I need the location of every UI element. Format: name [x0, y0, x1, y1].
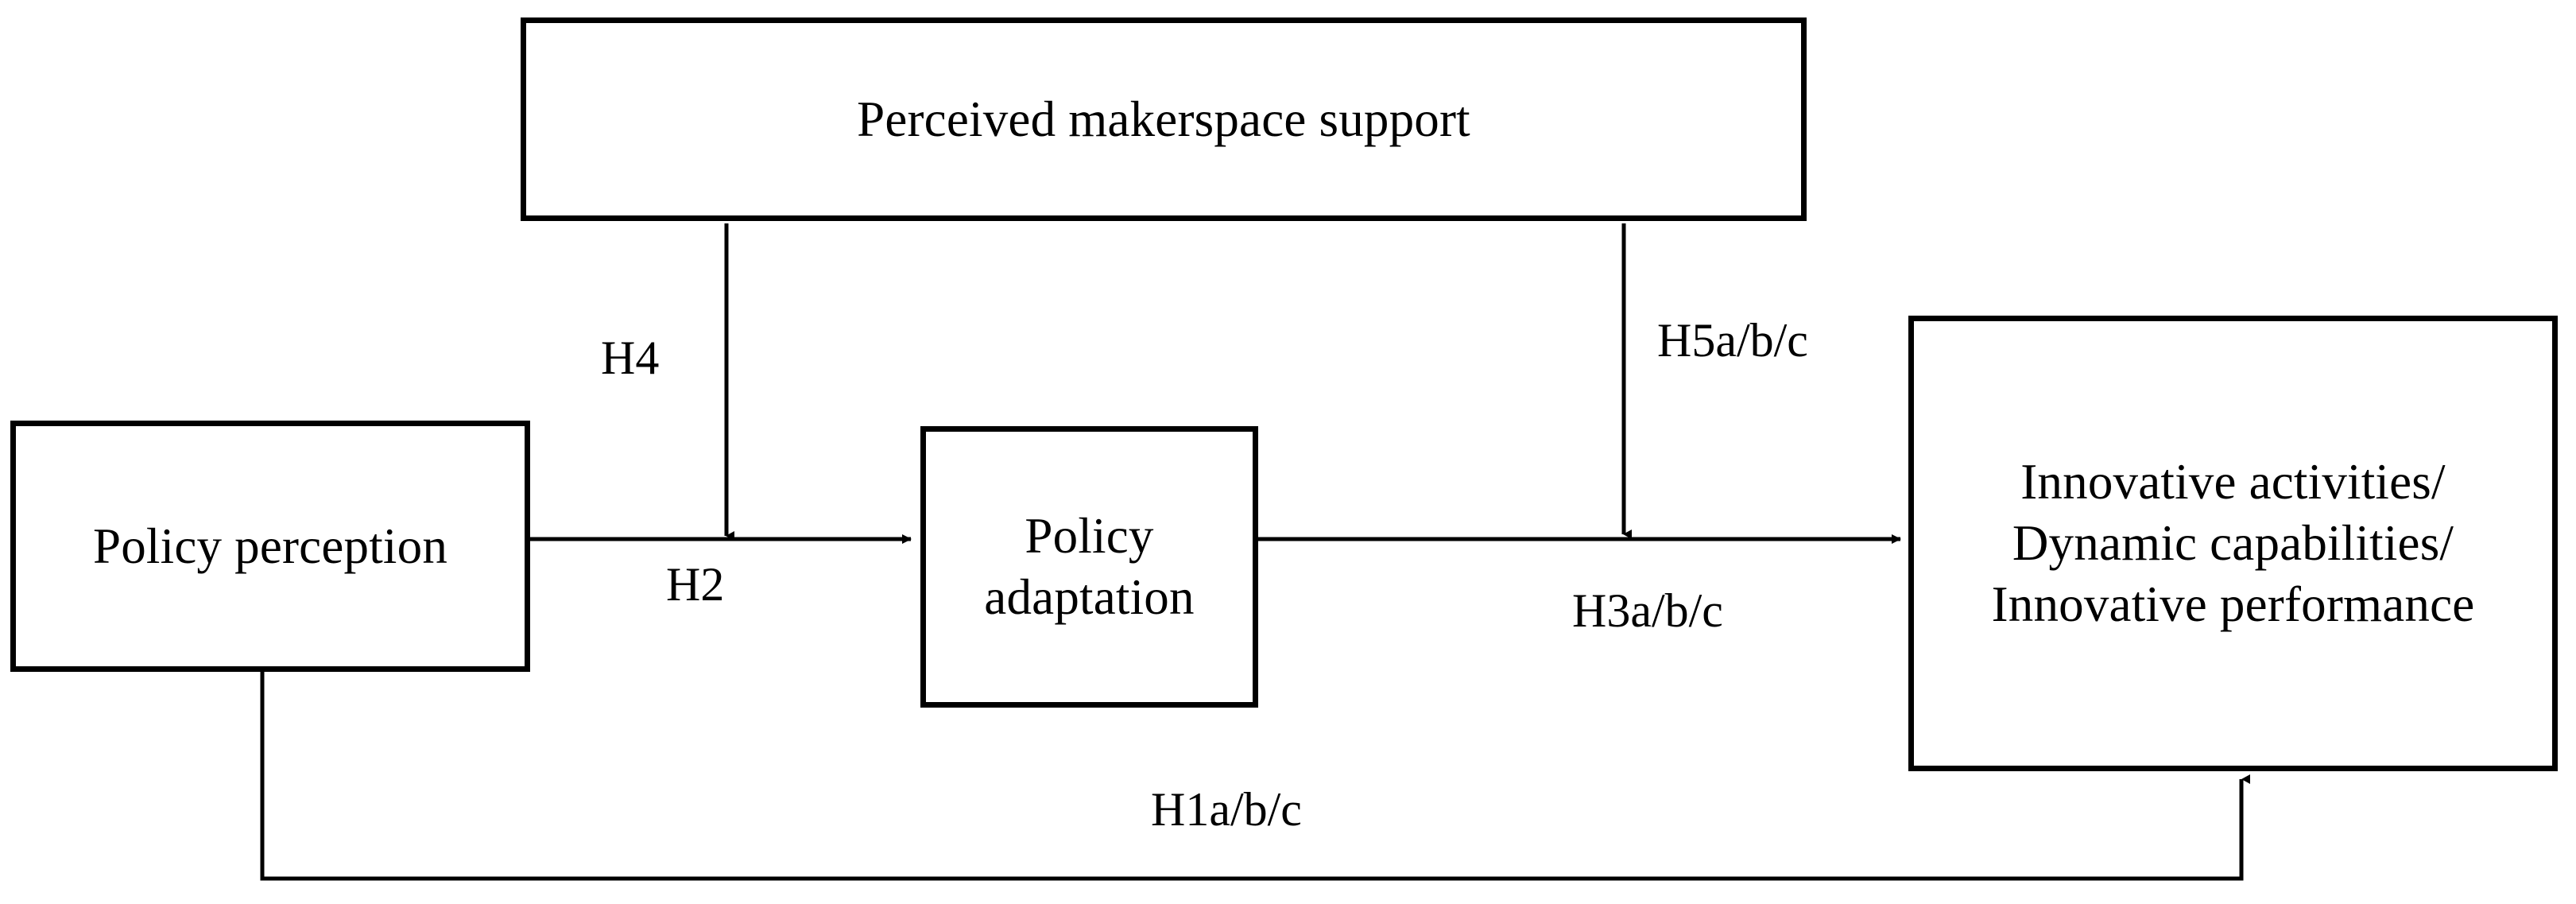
edge-label-h2: H2 [666, 558, 725, 611]
node-perceived-makerspace-support: Perceived makerspace support [521, 17, 1807, 221]
node-policy-perception: Policy perception [10, 421, 530, 672]
node-label-outcomes: Innovative activities/ Dynamic capabilit… [1992, 452, 2475, 635]
edge-label-h5: H5a/b/c [1657, 314, 1808, 367]
edge-label-h1: H1a/b/c [1151, 783, 1302, 836]
node-innovative-outcomes: Innovative activities/ Dynamic capabilit… [1908, 316, 2558, 771]
node-label-adaptation: Policy adaptation [984, 508, 1195, 625]
node-label-perception: Policy perception [92, 518, 448, 574]
node-label-outcomes-line2: Dynamic capabilities/ [2012, 515, 2454, 572]
node-label-outcomes-line3: Innovative performance [1991, 576, 2475, 632]
edge-label-h4: H4 [601, 332, 660, 384]
node-label-support: Perceived makerspace support [857, 91, 1470, 147]
edge-label-h3: H3a/b/c [1572, 584, 1723, 637]
node-label-outcomes-line1: Innovative activities/ [2020, 454, 2446, 510]
node-policy-adaptation: Policy adaptation [920, 426, 1258, 708]
